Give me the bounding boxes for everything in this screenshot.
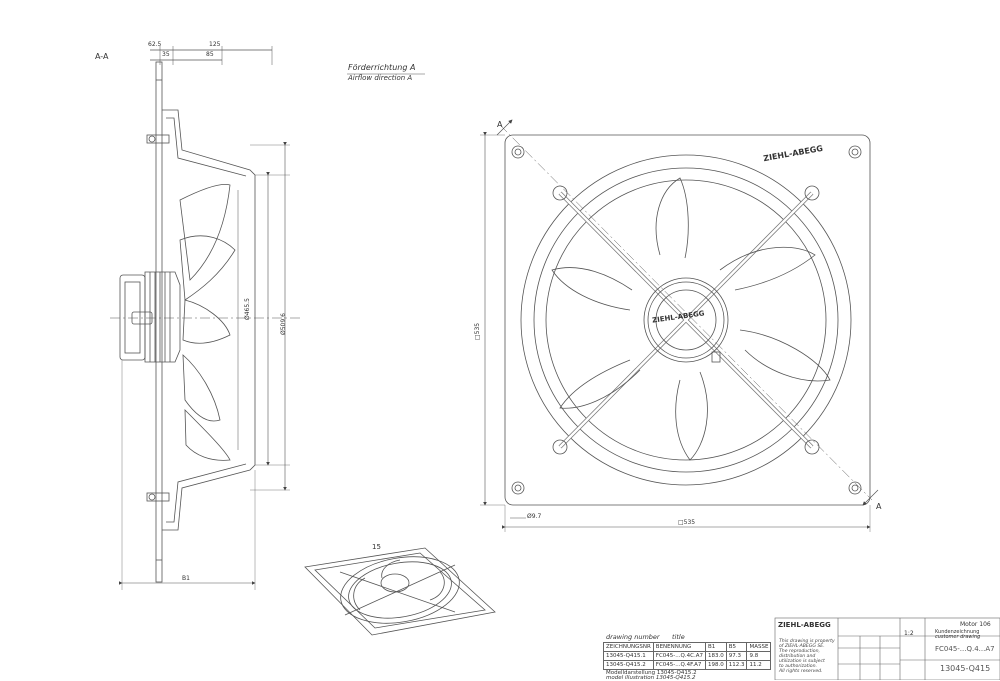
dim-62-5: 62.5 (148, 41, 162, 48)
dim-125: 125 (209, 41, 221, 48)
dim-35: 35 (162, 51, 170, 58)
title-block-brand: ZIEHL-ABEGG (778, 621, 831, 629)
table-footer-de: Modelldarstellung 13045-Q415.2 (606, 670, 697, 676)
dim-hole: Ø9.7 (527, 513, 542, 520)
property-note-line: of ZIEHL-ABEGG SE. (779, 644, 825, 649)
col-header: B5 (725, 642, 748, 652)
col-header: MASSE (746, 642, 772, 652)
dim-square-w: □535 (678, 519, 696, 526)
table-row: 13045-Q415.1 FC045-...Q.4C.A7 183.0 97.3… (603, 651, 772, 661)
table-footer-en: model illustration 13045-Q415.2 (606, 675, 696, 681)
title-block-frame (774, 617, 1000, 680)
section-marker-top: A (497, 120, 503, 129)
airflow-direction-en: Airflow direction A (348, 74, 413, 82)
table-cell: 112.3 (725, 660, 748, 670)
doc-type-de: Kundenzeichnung (935, 629, 980, 635)
table-cell: 9.8 (746, 651, 772, 661)
motor-label: Motor 106 (960, 621, 991, 628)
property-note-line: All rights reserved. (779, 669, 823, 674)
iso-view (304, 547, 496, 636)
table-header-drawing-number: drawing number (606, 633, 660, 641)
table-cell: 11.2 (746, 660, 772, 670)
table-header-title: title (672, 633, 685, 641)
table-cell: 13045-Q415.1 (603, 651, 654, 661)
front-view (480, 119, 879, 532)
type-designation: FC045-...Q.4...A7 (935, 645, 995, 653)
scale: 1:2 (904, 630, 914, 637)
col-header: BENENNUNG (652, 642, 706, 652)
dim-square-h: □535 (474, 322, 481, 340)
table-cell: 97.3 (725, 651, 748, 661)
drawing-number-table: ZEICHNUNGSNR BENENNUNG B1 B5 MASSE 13045… (603, 642, 772, 670)
property-note-line: utilization is subject (779, 659, 825, 664)
dim-dia-outer: Ø509.6 (280, 313, 287, 335)
section-marker-bottom: A (876, 502, 882, 511)
airflow-direction-de: Förderrichtung A (348, 63, 416, 72)
doc-type-en: customer drawing (935, 634, 981, 640)
col-header: B1 (704, 642, 727, 652)
dim-dia-inner: Ø465.5 (244, 298, 251, 320)
property-note-line: The reproduction, (779, 649, 820, 654)
property-note-line: This drawing is property (779, 639, 835, 644)
table-cell: 183.0 (704, 651, 727, 661)
table-cell: 13045-Q415.2 (603, 660, 654, 670)
property-note-line: to authorization. (779, 664, 817, 669)
table-cell: 198.0 (704, 660, 727, 670)
drawing-number: 13045-Q415 (940, 664, 991, 673)
dim-85: 85 (206, 51, 214, 58)
iso-label: 15 (372, 543, 381, 551)
table-cell: FC045-...Q.4F.A7 (652, 660, 706, 670)
property-note: This drawing is property of ZIEHL-ABEGG … (779, 639, 835, 674)
dim-b1: B1 (182, 575, 190, 582)
table-cell: FC045-...Q.4C.A7 (652, 651, 706, 661)
col-header: ZEICHNUNGSNR (603, 642, 654, 652)
table-row: 13045-Q415.2 FC045-...Q.4F.A7 198.0 112.… (603, 660, 772, 670)
section-label: A-A (95, 52, 109, 61)
table-header-row: ZEICHNUNGSNR BENENNUNG B1 B5 MASSE (603, 642, 772, 652)
property-note-line: distribution and (779, 654, 816, 659)
side-view (110, 46, 300, 590)
